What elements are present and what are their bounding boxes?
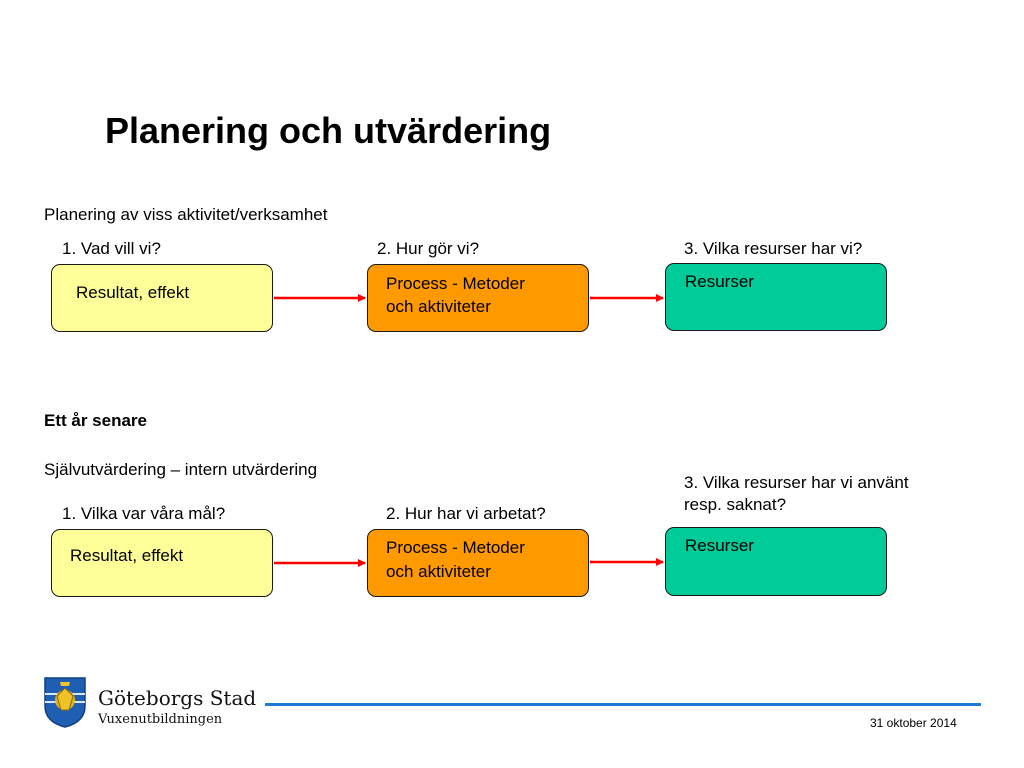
section2-bold-heading: Ett år senare — [44, 411, 147, 430]
section1-question-2: 2. Hur gör vi? — [377, 239, 480, 258]
section1-process-label-1: Process - Metoder — [386, 274, 525, 293]
goteborgs-stad-crest-icon — [44, 677, 86, 728]
section1-question-1: 1. Vad vill vi? — [62, 239, 161, 258]
section2-process-box: Process - Metoder och aktiviteter — [367, 529, 589, 597]
section1-process-box: Process - Metoder och aktiviteter — [367, 264, 589, 332]
brand-name: Göteborgs Stad — [98, 686, 257, 710]
section2-result-box: Resultat, effekt — [51, 529, 273, 597]
section2-result-label: Resultat, effekt — [70, 546, 184, 565]
section1-resources-box: Resurser — [665, 263, 887, 331]
section1-heading: Planering av viss aktivitet/verksamhet — [44, 205, 328, 224]
footer-date: 31 oktober 2014 — [870, 716, 957, 730]
brand-subtitle: Vuxenutbildningen — [98, 712, 223, 727]
section2-heading: Självutvärdering – intern utvärdering — [44, 460, 318, 479]
section2-process-label-2: och aktiviteter — [386, 562, 491, 581]
section1-question-3: 3. Vilka resurser har vi? — [684, 239, 863, 258]
footer-divider — [265, 703, 981, 706]
section2-question-2: 2. Hur har vi arbetat? — [386, 504, 546, 523]
section1-result-box: Resultat, effekt — [51, 264, 273, 332]
section1-result-label: Resultat, effekt — [76, 283, 190, 302]
section2-question-3-line2: resp. saknat? — [684, 495, 787, 514]
section2-question-1: 1. Vilka var våra mål? — [62, 504, 226, 523]
section1-process-label-2: och aktiviteter — [386, 297, 491, 316]
section2-resources-label: Resurser — [685, 536, 754, 555]
page-title: Planering och utvärdering — [105, 110, 552, 151]
section2-process-label-1: Process - Metoder — [386, 538, 525, 557]
section2-question-3-line1: 3. Vilka resurser har vi använt — [684, 473, 909, 492]
section2-resources-box: Resurser — [665, 527, 887, 596]
section1-resources-label: Resurser — [685, 272, 754, 291]
